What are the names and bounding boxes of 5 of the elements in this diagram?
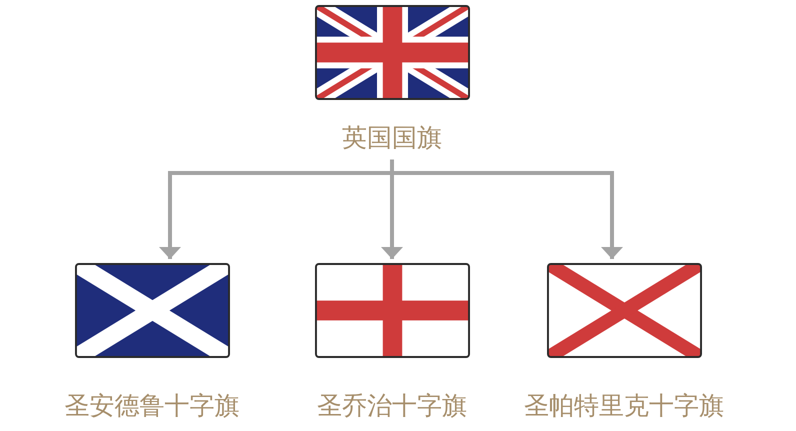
flag-caption: 英国国旗 [342,124,442,152]
flag-caption: 圣安德鲁十字旗 [64,392,240,420]
flag-caption: 圣帕特里克十字旗 [524,392,724,420]
arrow [390,160,623,259]
flag-caption: 圣乔治十字旗 [317,392,467,420]
